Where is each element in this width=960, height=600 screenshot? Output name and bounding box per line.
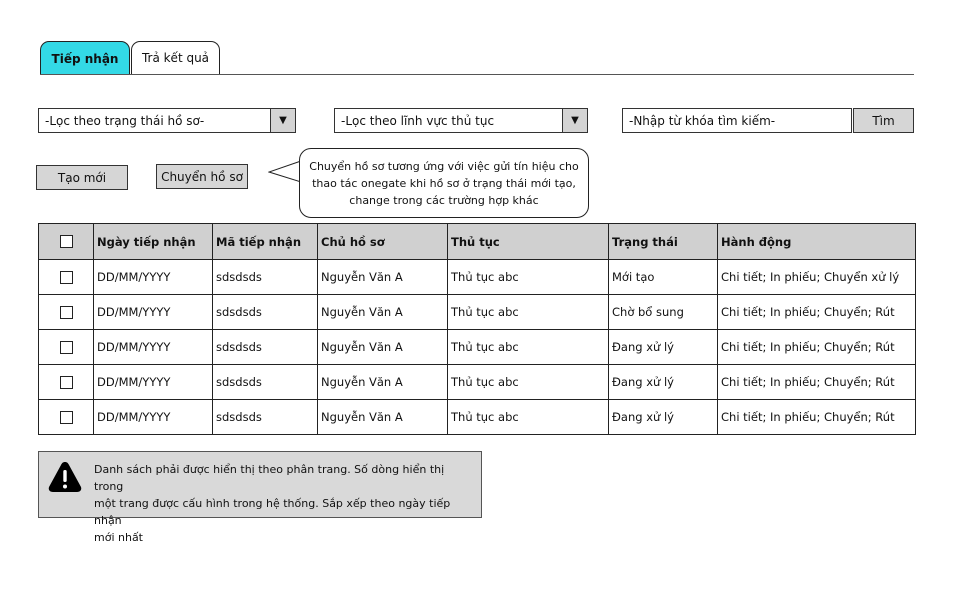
cell-owner: Nguyễn Văn A (317, 364, 448, 400)
note-line: một trang được cấu hình trong hệ thống. … (94, 497, 451, 527)
cell-actions[interactable]: Chi tiết; In phiếu; Chuyển; Rút (717, 399, 916, 435)
row-checkbox[interactable] (59, 305, 73, 319)
cell-actions[interactable]: Chi tiết; In phiếu; Chuyển; Rút (717, 329, 916, 365)
row-select-cell[interactable] (38, 364, 94, 400)
row-select-cell[interactable] (38, 399, 94, 435)
pagination-note: Danh sách phải được hiển thị theo phân t… (38, 451, 482, 544)
cell-procedure: Thủ tục abc (447, 329, 609, 365)
chevron-down-icon[interactable]: ▼ (562, 109, 587, 132)
tab-tiep-nhan[interactable]: Tiếp nhận (40, 41, 130, 75)
column-header[interactable]: Chủ hồ sơ (317, 223, 448, 260)
transfer-button[interactable]: Chuyển hồ sơ (156, 164, 248, 189)
select-all-cell[interactable] (38, 223, 94, 260)
cell-procedure: Thủ tục abc (447, 364, 609, 400)
tab-tra-ket-qua[interactable]: Trả kết quả (131, 41, 220, 74)
column-header[interactable]: Hành động (717, 223, 916, 260)
row-checkbox[interactable] (59, 340, 73, 354)
cell-procedure: Thủ tục abc (447, 399, 609, 435)
cell-code: sdsdsds (212, 329, 318, 365)
cell-actions[interactable]: Chi tiết; In phiếu; Chuyển xử lý (717, 259, 916, 295)
cell-status: Đang xử lý (608, 364, 718, 400)
cell-actions[interactable]: Chi tiết; In phiếu; Chuyển; Rút (717, 294, 916, 330)
callout-line: change trong các trường hợp khác (349, 194, 539, 207)
cell-date: DD/MM/YYYY (93, 329, 213, 365)
cell-code: sdsdsds (212, 364, 318, 400)
field-filter-value: -Lọc theo lĩnh vực thủ tục (341, 114, 495, 128)
note-text: Danh sách phải được hiển thị theo phân t… (94, 461, 474, 546)
select-all-checkbox[interactable] (59, 235, 73, 248)
row-checkbox[interactable] (59, 375, 73, 389)
search-field[interactable] (622, 108, 852, 133)
cell-code: sdsdsds (212, 294, 318, 330)
cell-owner: Nguyễn Văn A (317, 259, 448, 295)
cell-procedure: Thủ tục abc (447, 259, 609, 295)
table-row: DD/MM/YYYY sdsdsds Nguyễn Văn A Thủ tục … (38, 294, 916, 330)
row-select-cell[interactable] (38, 329, 94, 365)
note-line: Danh sách phải được hiển thị theo phân t… (94, 463, 445, 493)
create-new-button[interactable]: Tạo mới (36, 165, 128, 190)
cell-date: DD/MM/YYYY (93, 294, 213, 330)
row-select-cell[interactable] (38, 294, 94, 330)
transfer-callout: Chuyển hồ sơ tương ứng với việc gửi tín … (299, 148, 589, 218)
callout-line: thao tác onegate khi hồ sơ ở trạng thái … (312, 177, 576, 190)
cell-actions[interactable]: Chi tiết; In phiếu; Chuyển; Rút (717, 364, 916, 400)
status-filter-dropdown[interactable]: -Lọc theo trạng thái hồ sơ- ▼ (38, 108, 296, 133)
table-row: DD/MM/YYYY sdsdsds Nguyễn Văn A Thủ tục … (38, 364, 916, 400)
table-header-row: Ngày tiếp nhận Mã tiếp nhận Chủ hồ sơ Th… (38, 223, 916, 260)
cell-owner: Nguyễn Văn A (317, 294, 448, 330)
column-header[interactable]: Trạng thái (608, 223, 718, 260)
cell-owner: Nguyễn Văn A (317, 329, 448, 365)
status-filter-value: -Lọc theo trạng thái hồ sơ- (45, 114, 205, 128)
tab-divider (40, 74, 914, 75)
cell-status: Đang xử lý (608, 329, 718, 365)
cell-status: Mới tạo (608, 259, 718, 295)
cell-code: sdsdsds (212, 399, 318, 435)
warning-icon (48, 462, 82, 492)
chevron-down-icon[interactable]: ▼ (270, 109, 295, 132)
cell-date: DD/MM/YYYY (93, 364, 213, 400)
row-select-cell[interactable] (38, 259, 94, 295)
cell-status: Đang xử lý (608, 399, 718, 435)
callout-line: Chuyển hồ sơ tương ứng với việc gửi tín … (309, 160, 579, 173)
cell-code: sdsdsds (212, 259, 318, 295)
column-header[interactable]: Thủ tục (447, 223, 609, 260)
table-row: DD/MM/YYYY sdsdsds Nguyễn Văn A Thủ tục … (38, 259, 916, 295)
cell-date: DD/MM/YYYY (93, 399, 213, 435)
row-checkbox[interactable] (59, 410, 73, 424)
table-row: DD/MM/YYYY sdsdsds Nguyễn Văn A Thủ tục … (38, 329, 916, 365)
column-header[interactable]: Mã tiếp nhận (212, 223, 318, 260)
row-checkbox[interactable] (59, 270, 73, 284)
cell-date: DD/MM/YYYY (93, 259, 213, 295)
search-button[interactable]: Tìm (853, 108, 914, 133)
search-input[interactable] (623, 109, 851, 132)
records-table: Ngày tiếp nhận Mã tiếp nhận Chủ hồ sơ Th… (38, 223, 916, 435)
note-line: mới nhất (94, 531, 143, 544)
cell-procedure: Thủ tục abc (447, 294, 609, 330)
column-header[interactable]: Ngày tiếp nhận (93, 223, 213, 260)
cell-owner: Nguyễn Văn A (317, 399, 448, 435)
table-row: DD/MM/YYYY sdsdsds Nguyễn Văn A Thủ tục … (38, 399, 916, 435)
field-filter-dropdown[interactable]: -Lọc theo lĩnh vực thủ tục ▼ (334, 108, 588, 133)
callout-pointer (268, 160, 302, 183)
cell-status: Chờ bổ sung (608, 294, 718, 330)
